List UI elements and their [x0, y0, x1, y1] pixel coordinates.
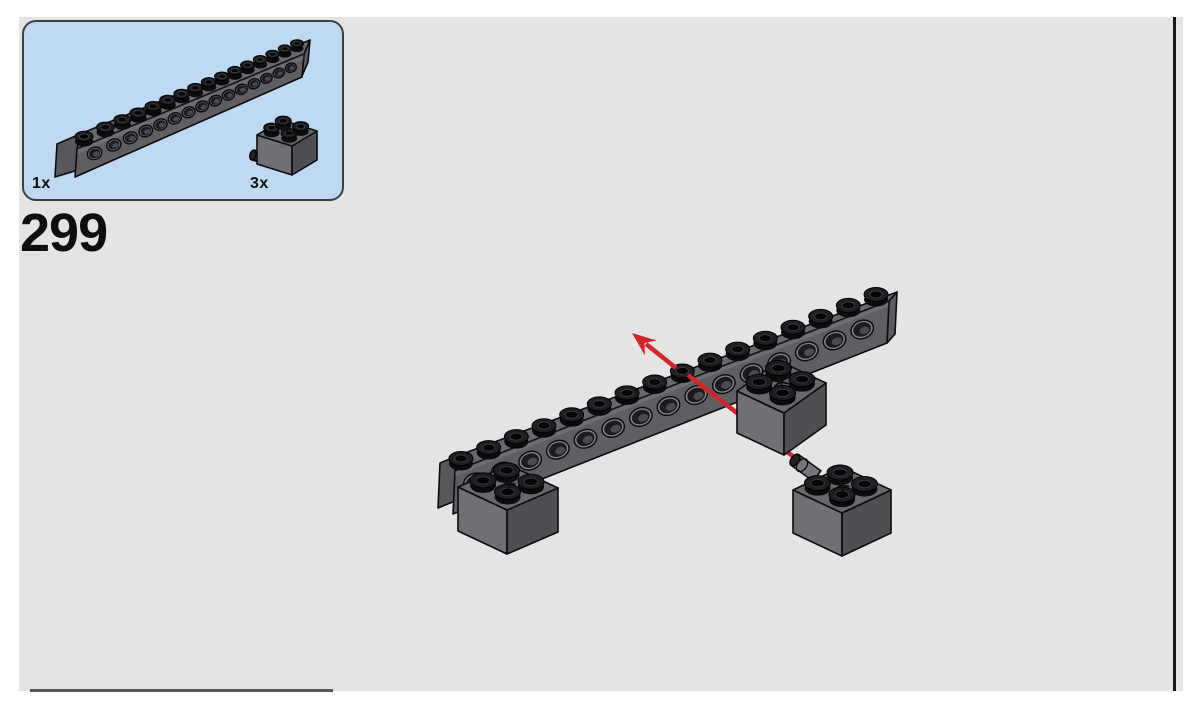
part-count-1x: 1x: [32, 175, 51, 192]
next-callout-partial-border: [30, 689, 333, 692]
parts-callout-box: [22, 20, 344, 201]
part-count-3x: 3x: [250, 175, 269, 192]
page-edge-divider: [1173, 17, 1176, 691]
step-number: 299: [20, 203, 108, 263]
